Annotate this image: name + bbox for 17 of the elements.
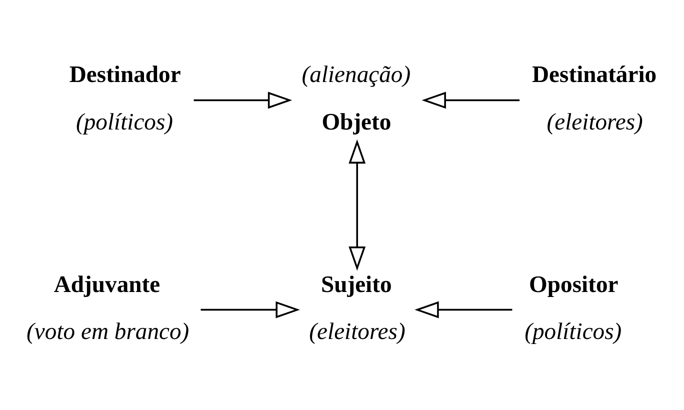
node-text: Adjuvante — [54, 272, 160, 298]
node-text: Sujeito — [320, 272, 392, 298]
arrow — [414, 301, 512, 318]
node-text: Objeto — [322, 109, 392, 136]
arrow — [348, 139, 366, 271]
arrow — [422, 92, 520, 109]
node-label: (alienação) — [302, 62, 411, 88]
node-text: Opositor — [529, 272, 618, 298]
node-text: Destinatário — [532, 62, 657, 88]
arrow — [194, 92, 292, 109]
node-label: (eleitores) — [309, 318, 406, 345]
node-label: (políticos) — [76, 109, 174, 136]
node-label: (voto em branco) — [26, 318, 190, 345]
arrow — [200, 301, 300, 318]
node-text: Destinador — [69, 62, 181, 88]
node-label: (eleitores) — [546, 109, 643, 136]
node-label: (políticos) — [524, 318, 622, 345]
